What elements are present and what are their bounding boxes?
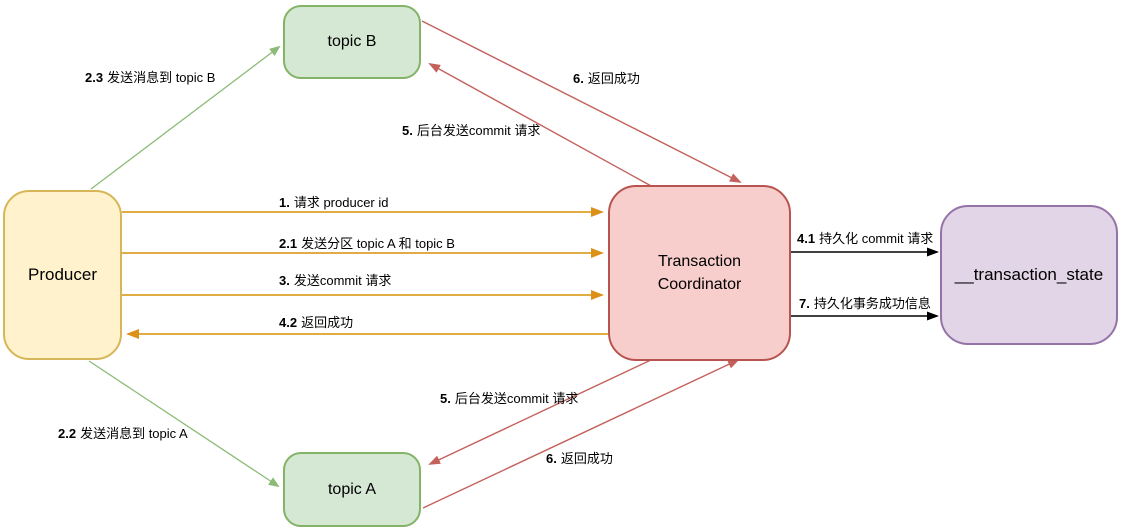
edge-label-text: 发送消息到 topic B <box>107 70 216 85</box>
edge-label-number: 6. <box>573 71 584 86</box>
node-topic-b: topic B <box>283 5 421 79</box>
edge-label-number: 2.3 <box>85 70 104 85</box>
edge-label-text: 返回成功 <box>587 71 640 86</box>
edge-label-text: 返回成功 <box>301 315 354 330</box>
node-producer-label: Producer <box>28 265 97 284</box>
edge-label-6-success-from-topic-a: 6.返回成功 <box>546 451 613 466</box>
edge-label-3-send-commit: 3.发送commit 请求 <box>279 273 391 288</box>
edge-label-number: 2.2 <box>58 426 77 441</box>
edge-label-text: 持久化 commit 请求 <box>819 231 934 246</box>
edge-label-number: 5. <box>440 391 451 406</box>
edge-label-text: 发送分区 topic A 和 topic B <box>301 236 455 251</box>
node-producer: Producer <box>3 190 122 360</box>
edge-label-number: 3. <box>279 273 290 288</box>
node-topic-a-label: topic A <box>327 480 377 498</box>
node-transaction-coordinator: Transaction Coordinator <box>608 185 791 361</box>
edge-6-success-from-topic-b <box>421 20 742 183</box>
edge-label-number: 1. <box>279 195 290 210</box>
edge-label-text: 后台发送commit 请求 <box>454 391 579 406</box>
node-transaction-state: __transaction_state <box>940 205 1118 345</box>
edge-label-number: 4.2 <box>279 315 298 330</box>
edge-label-text: 发送commit 请求 <box>293 273 392 288</box>
edge-label-5-commit-to-topic-a: 5.后台发送commit 请求 <box>440 391 578 406</box>
edge-label-number: 7. <box>799 296 810 311</box>
node-transaction-state-label: __transaction_state <box>954 265 1104 284</box>
edge-5-commit-to-topic-b <box>428 63 654 188</box>
edge-2-3-send-to-topic-b <box>90 45 281 190</box>
edge-6-success-from-topic-a <box>422 359 740 509</box>
edge-2-2-send-to-topic-a <box>88 360 280 488</box>
edge-label-1-request-producer-id: 1.请求 producer id <box>279 195 389 210</box>
edge-label-number: 2.1 <box>279 236 298 251</box>
node-transaction-coordinator-label: Transaction Coordinator <box>657 252 742 293</box>
edge-label-text: 发送消息到 topic A <box>80 426 188 441</box>
edge-label-7-persist-success: 7.持久化事务成功信息 <box>799 296 931 311</box>
edge-label-number: 5. <box>402 123 413 138</box>
node-topic-b-label: topic B <box>327 33 377 50</box>
edge-label-number: 6. <box>546 451 557 466</box>
edge-label-6-success-from-topic-b: 6.返回成功 <box>573 71 640 86</box>
edge-label-number: 4.1 <box>797 231 816 246</box>
edge-label-text: 持久化事务成功信息 <box>813 296 931 311</box>
edge-label-text: 返回成功 <box>560 451 613 466</box>
edge-label-5-commit-to-topic-b: 5.后台发送commit 请求 <box>402 123 540 138</box>
edge-label-text: 后台发送commit 请求 <box>416 123 541 138</box>
node-topic-a: topic A <box>283 452 421 527</box>
edge-label-text: 请求 producer id <box>293 195 389 210</box>
edge-5-commit-to-topic-a <box>428 358 654 465</box>
